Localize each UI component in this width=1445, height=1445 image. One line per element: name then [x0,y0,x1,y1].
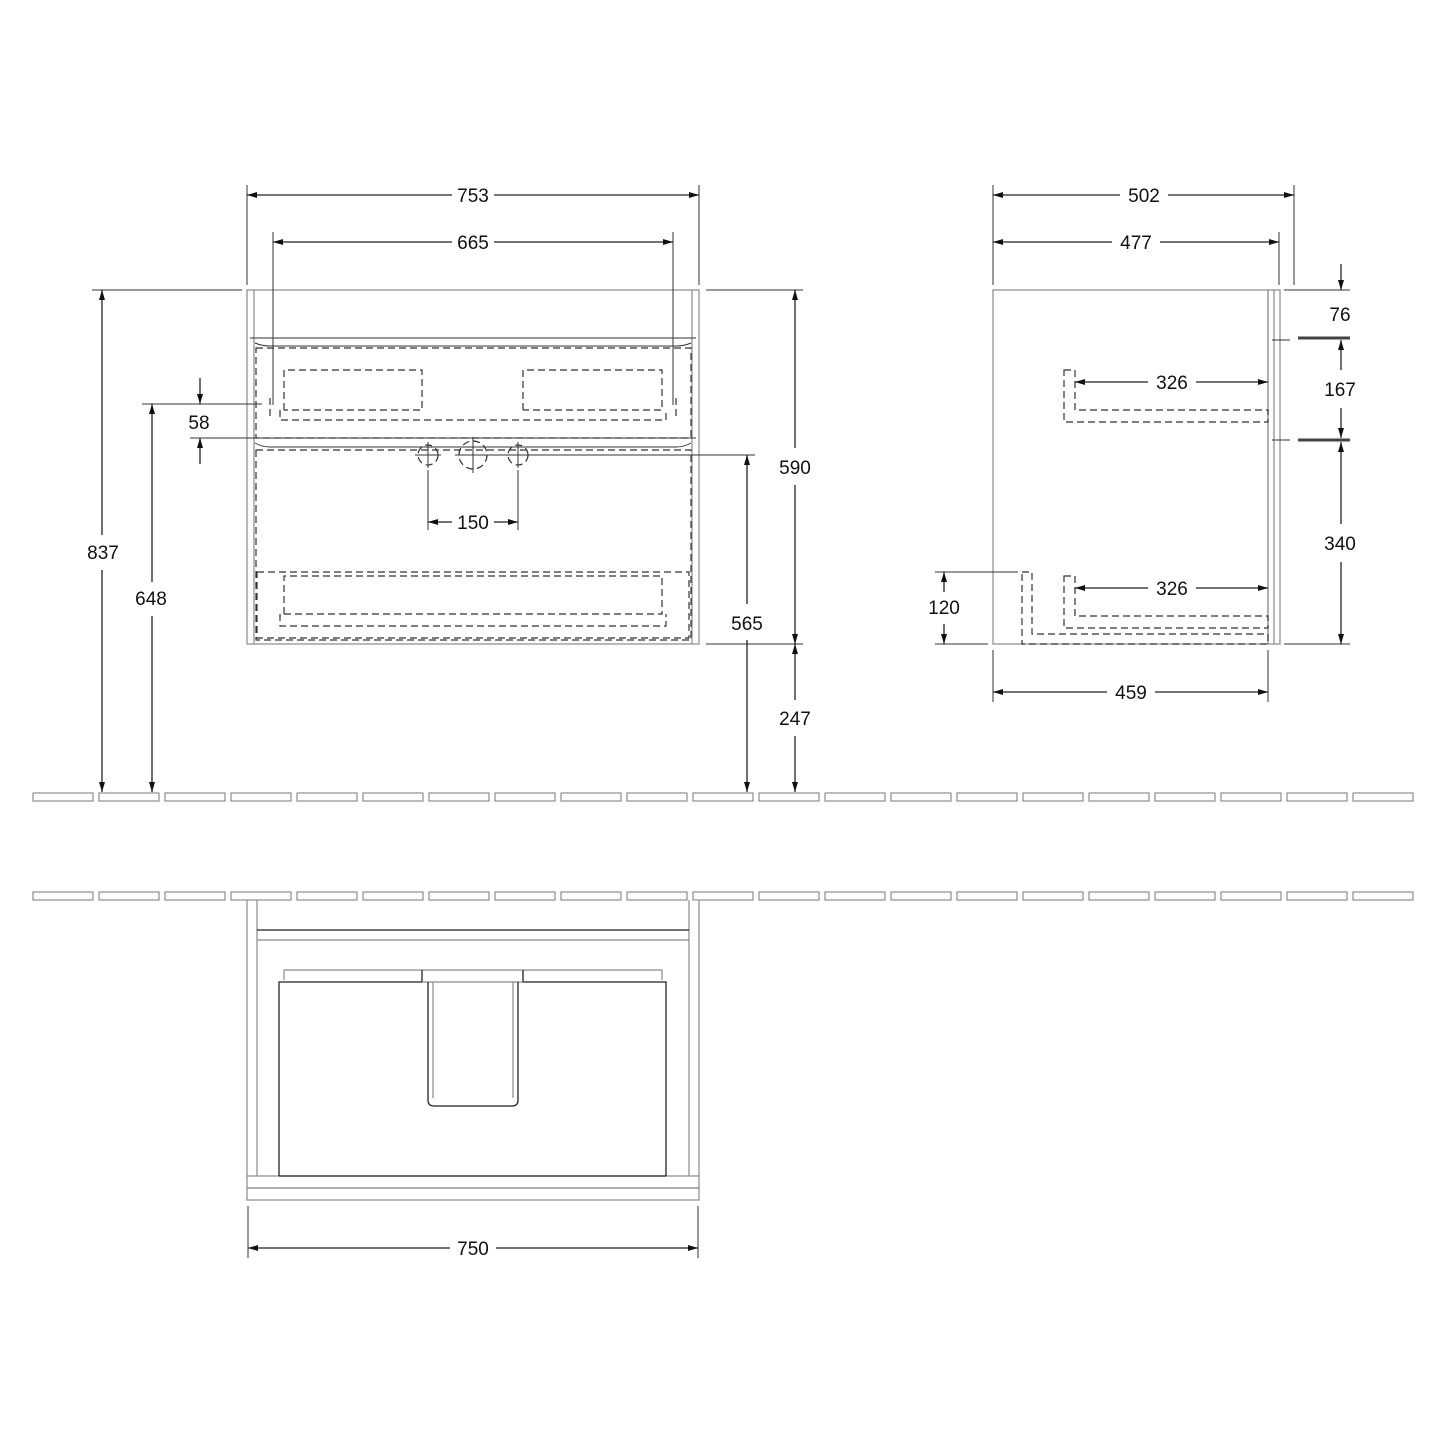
label-depth-base: 459 [1115,683,1147,704]
label-tap-spacing: 150 [457,513,489,534]
wall-segment [98,891,160,901]
wall-segment [1286,891,1348,901]
dim-lower-drawer-depth: 326 [1075,579,1268,600]
front-view: 753 665 837 648 58 [87,185,811,792]
floor-segment [1022,792,1084,802]
dim-width-top: 750 [247,1206,699,1260]
floor-segment [692,792,754,802]
dim-depth-overall: 502 [992,185,1295,285]
top-view: 750 [246,900,700,1260]
label-drawer-spacing: 167 [1324,380,1356,401]
floor-segment [296,792,358,802]
floor-segment [1220,792,1282,802]
dim-width-overall: 753 [246,185,700,285]
floor-segment [1352,792,1414,802]
wall-segment [824,891,886,901]
label-width-top: 750 [457,1239,489,1260]
side-view: 502 477 76 167 326 [928,185,1356,704]
wall-segment [164,891,226,901]
wall-segment [362,891,424,901]
label-cabinet-height: 590 [779,458,811,479]
floor-segment [164,792,226,802]
label-top-offset: 76 [1329,305,1350,326]
wall-segment [494,891,556,901]
dim-height-total: 837 [87,289,242,792]
wall-segment [758,891,820,901]
wall-segment [230,891,292,901]
floor-segment [428,792,490,802]
floor-segment [32,792,94,802]
floor-segment [1154,792,1216,802]
dim-width-inner: 665 [272,232,674,405]
label-height-taps: 565 [731,614,763,635]
label-height-siphon: 648 [135,589,167,610]
tap-hole-center [455,437,491,473]
wall-line [32,891,1414,901]
floor-segment [956,792,1018,802]
dim-tap-spacing: 150 [427,470,519,534]
floor-segment [758,792,820,802]
dim-height-siphon: 648 [135,403,262,792]
floor-segment [1286,792,1348,802]
floor-segment [362,792,424,802]
floor-segment [494,792,556,802]
label-depth-overall: 502 [1128,186,1160,207]
label-lower-drawer-depth: 326 [1156,579,1188,600]
floor-segment [1088,792,1150,802]
dim-cabinet-height: 590 [706,289,811,645]
dim-upper-drawer-depth: 326 [1075,373,1268,394]
dim-floor-clearance: 247 [779,644,811,792]
wall-segment [1352,891,1414,901]
wall-segment [296,891,358,901]
floor-line [32,792,1414,802]
label-drawer-gap: 58 [188,413,209,434]
wall-segment [1022,891,1084,901]
wall-segment [428,891,490,901]
floor-segment [626,792,688,802]
label-plinth-height: 120 [928,598,960,619]
dim-top-offset: 76 [1284,264,1351,326]
tap-hole-left [415,442,441,468]
label-height-total: 837 [87,543,119,564]
label-depth-cabinet: 477 [1120,233,1152,254]
dim-drawer-gap: 58 [188,378,262,464]
dim-plinth-height: 120 [928,571,1018,645]
floor-segment [560,792,622,802]
dim-drawer-spacing: 167 [1324,340,1356,438]
side-cabinet-outline [992,289,1269,645]
dim-depth-base: 459 [992,650,1269,704]
label-lower-height: 340 [1324,534,1356,555]
wall-segment [890,891,952,901]
floor-segment [230,792,292,802]
floor-segment [98,792,160,802]
wall-segment [1088,891,1150,901]
floor-segment [824,792,886,802]
label-width-inner: 665 [457,233,489,254]
wall-segment [956,891,1018,901]
label-width-overall: 753 [457,186,489,207]
dim-depth-cabinet: 477 [993,232,1280,285]
front-cabinet-outline [246,289,700,645]
floor-segment [890,792,952,802]
wall-segment [560,891,622,901]
wall-segment [1220,891,1282,901]
dim-height-taps: 565 [490,454,763,792]
label-upper-drawer-depth: 326 [1156,373,1188,394]
dim-lower-height: 340 [1284,442,1356,645]
wall-segment [32,891,94,901]
label-floor-clearance: 247 [779,709,811,730]
wall-segment [692,891,754,901]
wall-segment [1154,891,1216,901]
wall-segment [626,891,688,901]
